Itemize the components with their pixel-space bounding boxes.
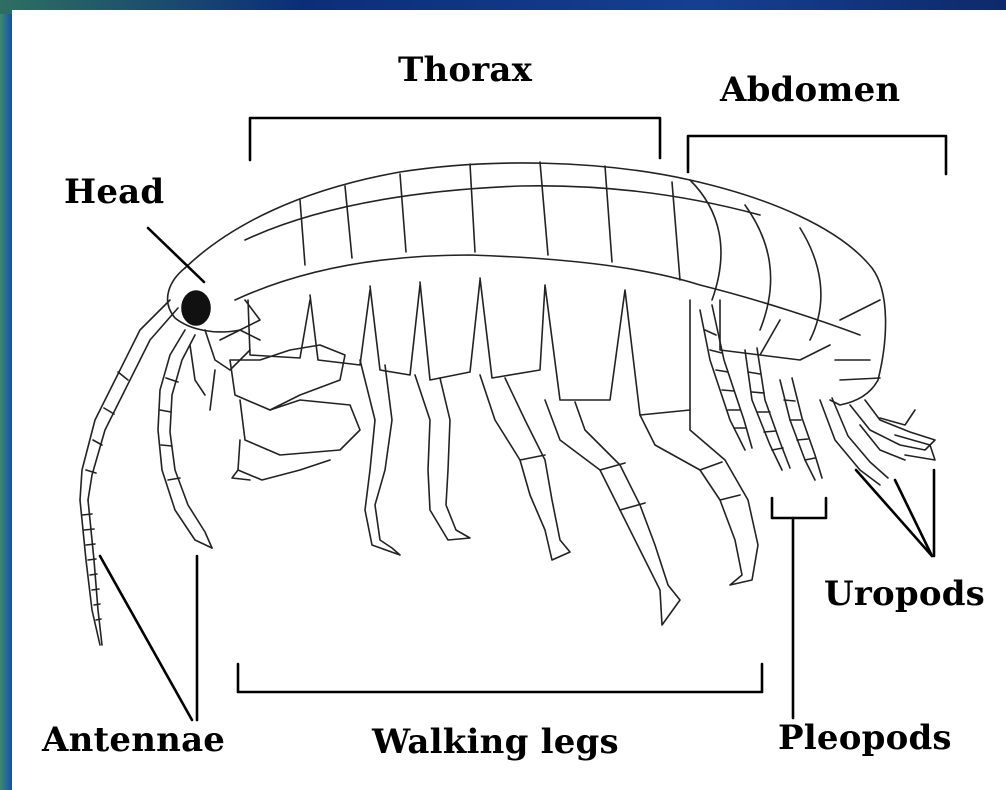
- uropods-leader-1: [856, 470, 932, 556]
- leg-3: [480, 375, 570, 560]
- label-uropods: Uropods: [824, 574, 985, 614]
- label-pleopods: Pleopods: [778, 718, 952, 758]
- label-walking-legs: Walking legs: [372, 722, 619, 762]
- thorax-bracket: [250, 118, 660, 160]
- leg-4: [545, 400, 680, 625]
- body-outline: [185, 163, 886, 405]
- leg-2: [415, 375, 470, 540]
- leg-1: [360, 360, 400, 555]
- abdomen-bracket: [688, 136, 946, 174]
- walking-legs-bracket: [238, 664, 762, 692]
- antennae-leader-1: [100, 556, 192, 720]
- label-leaders: [100, 118, 946, 720]
- pleopods-bracket: [772, 498, 826, 518]
- label-head: Head: [64, 172, 164, 212]
- leg-5: [640, 410, 758, 585]
- label-thorax: Thorax: [398, 50, 532, 90]
- eye: [182, 291, 210, 325]
- head-shape: [168, 268, 260, 332]
- uropods-leader-2: [895, 480, 932, 556]
- label-antennae: Antennae: [42, 720, 225, 760]
- label-abdomen: Abdomen: [720, 70, 900, 110]
- head-leader: [148, 228, 204, 282]
